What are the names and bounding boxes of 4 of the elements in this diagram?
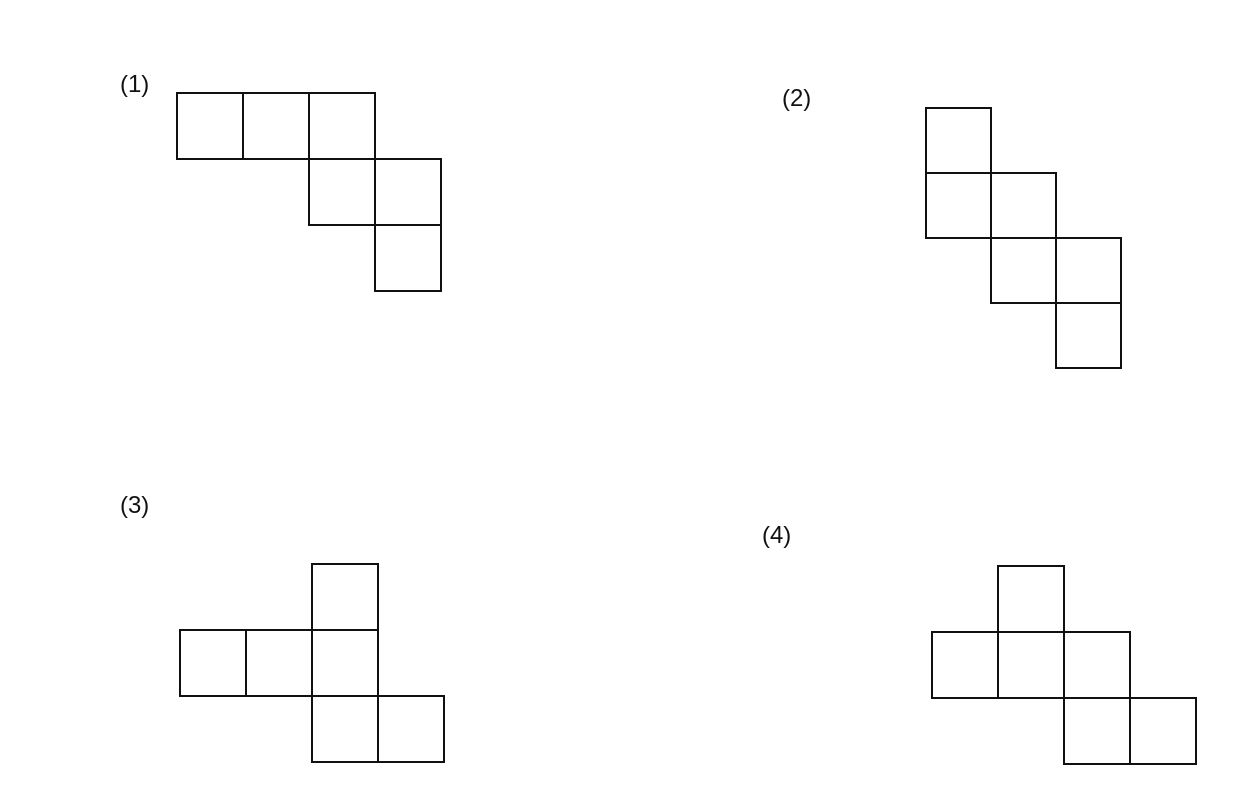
figure-number: (4)	[762, 521, 792, 549]
figure-number: (3)	[120, 491, 150, 519]
figure-number: (1)	[120, 70, 150, 98]
figure-number: (2)	[782, 84, 812, 112]
